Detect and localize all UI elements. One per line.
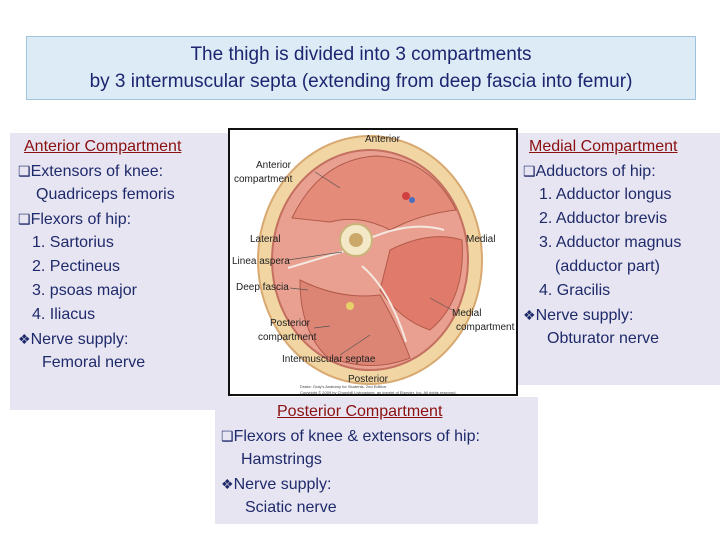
anterior-line-9: Femoral nerve: [42, 354, 146, 371]
label-medial: Medial: [466, 234, 495, 245]
label-intermuscular-septae: Intermuscular septae: [282, 354, 376, 365]
posterior-line-1: ❑Flexors of knee & extensors of hip:: [221, 428, 480, 445]
medial-line-3: 2. Adductor brevis: [539, 210, 668, 227]
label-linea-aspera: Linea aspera: [232, 256, 290, 267]
medial-line-8: Obturator nerve: [547, 330, 660, 347]
thigh-cross-section-figure: Anterior Anterior compartment Lateral Me…: [228, 128, 518, 396]
label-posterior-bottom: Posterior: [348, 374, 389, 385]
label-lateral: Lateral: [250, 234, 281, 245]
posterior-line-4: Sciatic nerve: [245, 499, 337, 516]
title-line-1: The thigh is divided into 3 compartments: [190, 44, 532, 65]
label-posterior-compartment-1: Posterior: [270, 318, 311, 329]
label-medial-compartment-2: compartment: [456, 322, 515, 333]
title-banner: The thigh is divided into 3 compartments…: [26, 36, 696, 100]
medial-line-2: 1. Adductor longus: [539, 186, 672, 203]
square-bullet-icon: ❑: [18, 163, 31, 179]
anterior-heading: Anterior Compartment: [24, 138, 182, 155]
title-line-2: by 3 intermuscular septa (extending from…: [89, 71, 633, 92]
medial-heading: Medial Compartment: [529, 138, 678, 155]
medial-line-4: 3. Adductor magnus: [539, 234, 682, 251]
medial-line-1: ❑Adductors of hip:: [523, 163, 656, 180]
medial-compartment-panel: Medial Compartment ❑Adductors of hip: 1.…: [515, 133, 720, 385]
medial-line-5: (adductor part): [555, 258, 660, 275]
diamond-bullet-icon: ❖: [18, 331, 31, 347]
figure-credit-line-1: Drake: Gray's Anatomy for Students, 2nd …: [300, 384, 387, 389]
anterior-line-7: 4. Iliacus: [32, 306, 96, 323]
label-anterior-compartment-1: Anterior: [256, 160, 292, 171]
anterior-line-5: 2. Pectineus: [32, 258, 121, 275]
anterior-line-1: ❑Extensors of knee:: [18, 163, 164, 180]
medial-line-7: ❖Nerve supply:: [523, 307, 634, 324]
label-anterior-top: Anterior: [365, 134, 401, 145]
diamond-bullet-icon: ❖: [523, 307, 536, 323]
thigh-cross-section-illustration: Anterior Anterior compartment Lateral Me…: [232, 134, 515, 395]
label-medial-compartment-1: Medial: [452, 308, 481, 319]
anterior-line-2: Quadriceps femoris: [36, 186, 175, 203]
anterior-line-6: 3. psoas major: [32, 282, 137, 299]
square-bullet-icon: ❑: [18, 211, 31, 227]
posterior-compartment-panel: Posterior Compartment ❑Flexors of knee &…: [215, 397, 538, 524]
square-bullet-icon: ❑: [523, 163, 536, 179]
label-anterior-compartment-2: compartment: [234, 174, 293, 185]
anterior-compartment-panel: Anterior Compartment ❑Extensors of knee:…: [10, 133, 230, 410]
figure-credit-line-2: Copyright © 2009 by Churchill Livingston…: [300, 390, 457, 395]
diamond-bullet-icon: ❖: [221, 476, 234, 492]
posterior-heading: Posterior Compartment: [277, 403, 443, 420]
anterior-line-3: ❑Flexors of hip:: [18, 211, 132, 228]
medial-line-6: 4. Gracilis: [539, 282, 611, 299]
square-bullet-icon: ❑: [221, 428, 234, 444]
label-deep-fascia: Deep fascia: [236, 282, 289, 293]
anterior-line-8: ❖Nerve supply:: [18, 331, 129, 348]
posterior-line-2: Hamstrings: [241, 451, 322, 468]
posterior-line-3: ❖Nerve supply:: [221, 476, 332, 493]
label-posterior-compartment-2: compartment: [258, 332, 317, 343]
anterior-line-4: 1. Sartorius: [32, 234, 114, 251]
